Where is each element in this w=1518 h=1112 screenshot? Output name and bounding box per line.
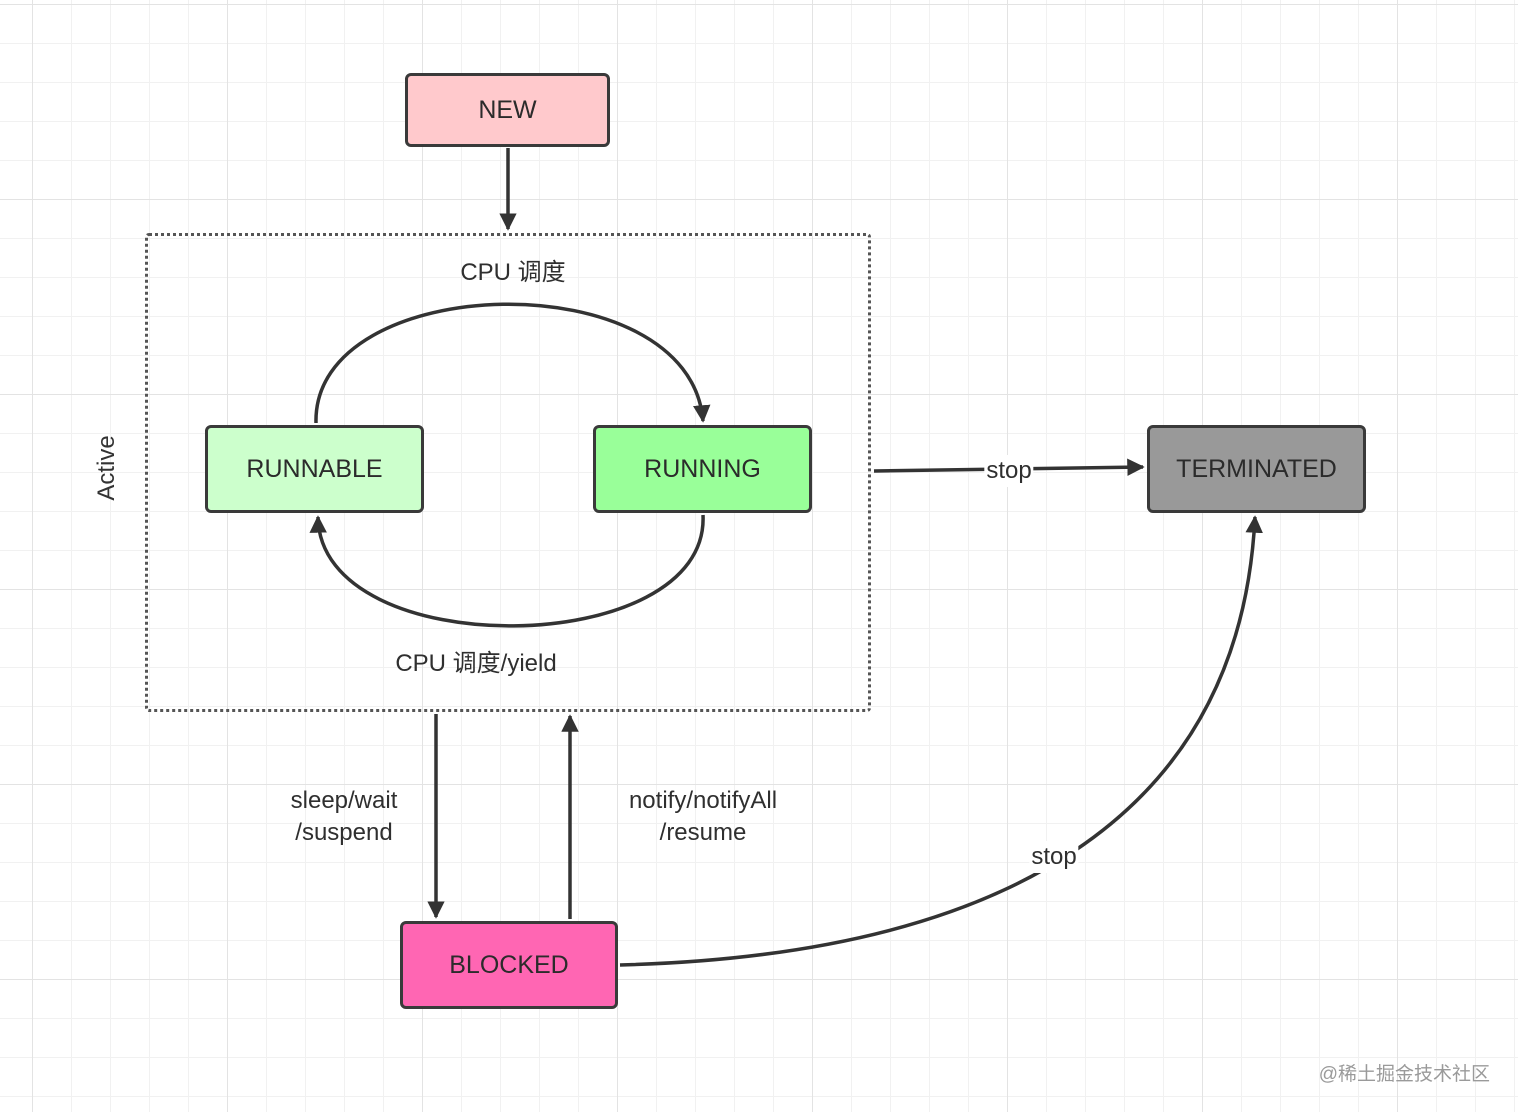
node-runnable-label: RUNNABLE	[246, 454, 383, 483]
active-group-box	[145, 233, 871, 712]
watermark: @稀土掘金技术社区	[1318, 1064, 1490, 1085]
node-new-label: NEW	[478, 95, 537, 124]
node-running-label: RUNNING	[644, 454, 761, 483]
edge-runnable-to-running	[314, 302, 711, 424]
active-group-label: Active	[93, 435, 120, 501]
edge-label-notify-line1: notify/notifyAll	[628, 787, 778, 814]
edge-label-sleep-wait-line1: sleep/wait	[290, 787, 398, 814]
edge-label-notify: notify/notifyAll /resume	[629, 785, 777, 849]
edge-label-notify-line2: /resume	[659, 819, 747, 846]
edge-running-to-runnable	[309, 514, 705, 628]
edge-label-cpu-schedule: CPU 调度	[460, 259, 566, 286]
node-blocked[interactable]: BLOCKED	[400, 921, 618, 1009]
node-new[interactable]: NEW	[405, 73, 610, 147]
edge-label-cpu-schedule-yield: CPU 调度/yield	[395, 650, 557, 677]
node-terminated[interactable]: TERMINATED	[1147, 425, 1366, 513]
edge-label-sleep-wait: sleep/wait /suspend	[291, 785, 398, 849]
node-terminated-label: TERMINATED	[1176, 454, 1337, 483]
node-running[interactable]: RUNNING	[593, 425, 812, 513]
node-runnable[interactable]: RUNNABLE	[205, 425, 424, 513]
edge-label-stop-active: stop	[984, 455, 1034, 487]
edge-label-stop-blocked: stop	[1029, 841, 1079, 873]
edge-label-sleep-wait-line2: /suspend	[295, 819, 393, 846]
node-blocked-label: BLOCKED	[449, 950, 569, 979]
